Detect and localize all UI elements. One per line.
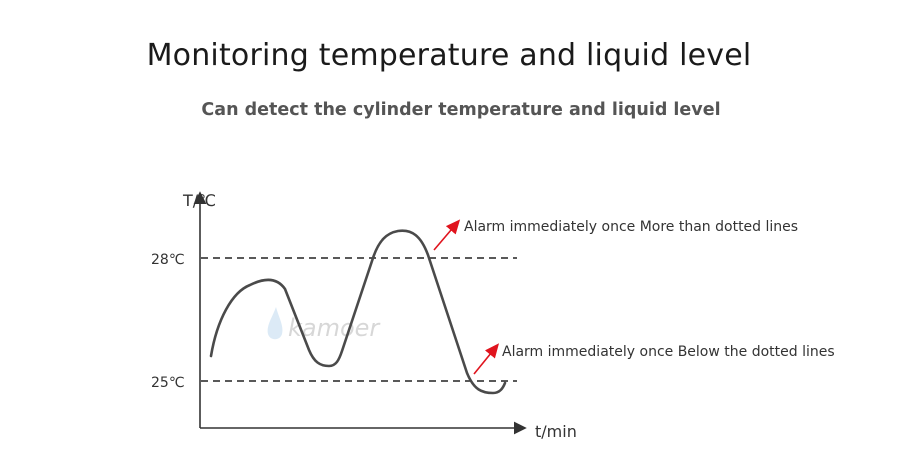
lower-alarm-arrow: [473, 343, 500, 375]
lower-threshold-label: 25℃: [151, 375, 185, 391]
upper-alarm-arrow: [433, 219, 461, 251]
page-title: Monitoring temperature and liquid level: [146, 38, 752, 73]
x-axis-label: t/min: [535, 422, 577, 441]
y-axis-label: T/℃: [182, 191, 216, 210]
upper-alarm-annotation: Alarm immediately once More than dotted …: [464, 219, 798, 235]
temperature-curve: [209, 229, 507, 395]
water-drop-icon: [267, 307, 283, 340]
lower-alarm-annotation: Alarm immediately once Below the dotted …: [502, 344, 835, 360]
kamoer-watermark: kamoer: [267, 307, 381, 342]
upper-threshold-label: 28℃: [151, 252, 185, 268]
watermark-text: kamoer: [288, 314, 381, 342]
page-subtitle: Can detect the cylinder temperature and …: [201, 100, 721, 120]
